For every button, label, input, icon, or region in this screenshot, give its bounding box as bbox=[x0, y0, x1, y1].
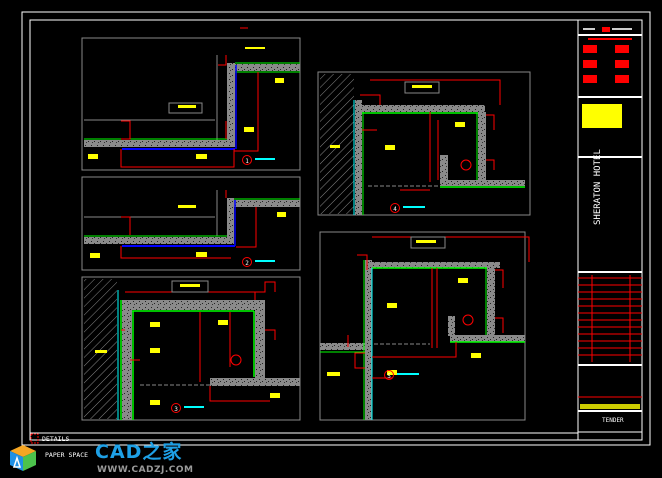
layout-strip bbox=[30, 432, 578, 446]
watermark-url: WWW.CADZJ.COM bbox=[97, 465, 194, 475]
project-title: SHERATON HOTEL bbox=[593, 149, 603, 225]
detail-3[interactable]: 3 bbox=[81, 276, 301, 421]
detail-4[interactable]: 4 bbox=[317, 71, 531, 216]
title-block: SHERATON HOTEL TENDER bbox=[577, 20, 642, 440]
detail-marker-1: 1 bbox=[245, 158, 249, 165]
detail-marker-4: 4 bbox=[393, 206, 397, 213]
layout-tab-details[interactable]: DETAILS bbox=[42, 435, 69, 443]
detail-1[interactable]: 1 bbox=[81, 27, 301, 171]
cadzj-logo-icon bbox=[8, 443, 38, 473]
watermark-brand: CAD之家 bbox=[95, 441, 183, 463]
detail-marker-2: 2 bbox=[245, 260, 249, 267]
detail-marker-5: 5 bbox=[387, 373, 391, 380]
detail-marker-3: 3 bbox=[174, 406, 178, 413]
detail-5[interactable]: 5 bbox=[319, 231, 530, 421]
stage-label: TENDER bbox=[602, 417, 624, 424]
detail-2[interactable]: 2 bbox=[81, 176, 301, 271]
layout-tab-paper-space[interactable]: PAPER SPACE bbox=[45, 451, 88, 459]
